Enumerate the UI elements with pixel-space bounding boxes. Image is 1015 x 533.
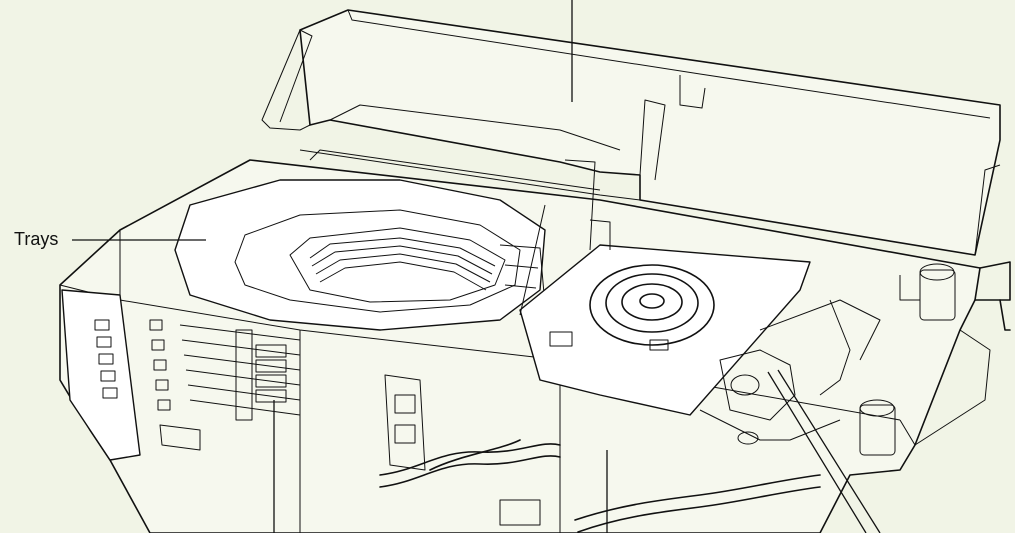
front-linkages — [379, 374, 821, 533]
deck-bracket — [549, 331, 573, 347]
drive-mechanism — [699, 263, 956, 456]
turntable-ring — [605, 273, 699, 333]
right-side-wall — [914, 261, 1011, 446]
turntable-inner — [621, 283, 683, 321]
trays-label: Trays — [14, 229, 59, 249]
turntable-spindle — [639, 293, 665, 309]
leader-line-bottom-right-b — [777, 369, 881, 533]
playback-deck — [519, 159, 811, 416]
turntable-outer — [589, 264, 715, 346]
front-panel — [61, 289, 201, 461]
tray-slots — [179, 324, 301, 421]
disc-trays — [174, 179, 546, 331]
leader-line-bottom-right-a — [767, 371, 867, 533]
top-cover — [261, 9, 1001, 256]
